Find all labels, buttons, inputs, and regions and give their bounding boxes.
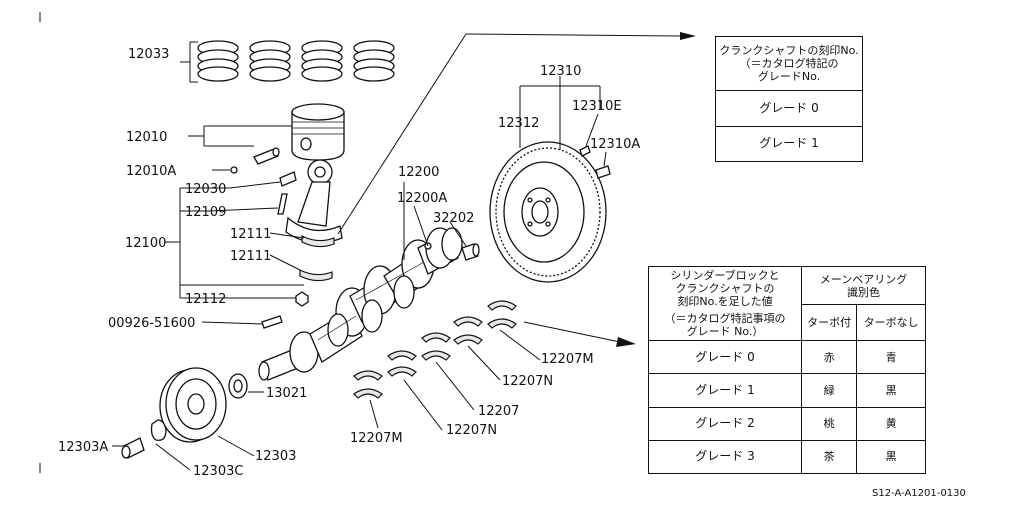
table2-header-line: 刻印No.を足した値 [677, 295, 773, 308]
label-bushing: 12030 [185, 182, 226, 197]
label-rings: 12033 [128, 47, 169, 62]
label-pin-clip: 12010A [126, 164, 176, 179]
table2-turbo-color: 茶 [800, 439, 858, 475]
crank-sprocket [228, 373, 248, 399]
leader-line [337, 33, 467, 235]
label-rod-brg-upper: 12111 [230, 227, 271, 242]
connecting-rod [285, 159, 343, 244]
flywheel-bolt [595, 165, 611, 179]
label-pulley: 12303 [255, 449, 296, 464]
table2-turbo-color: 緑 [800, 373, 858, 408]
label-brg-m1: 12207M [541, 352, 594, 367]
drawing-code: S12-A-A1201-0130 [872, 488, 966, 499]
label-rod-brg-lower: 12111 [230, 249, 271, 264]
table2-turbo-color: 桃 [800, 406, 858, 441]
flywheel [489, 141, 607, 283]
piston-rings [197, 40, 395, 82]
label-crank-plug: 12200A [397, 191, 447, 206]
table2-grade: グレード 0 [648, 339, 802, 375]
table1-header-line: グレードNo. [757, 70, 821, 83]
rod-bushing [279, 171, 297, 187]
table2-header-line: メーンベアリング [819, 272, 908, 286]
label-ring-gear: 12312 [498, 116, 539, 131]
crank-pulley [159, 367, 227, 443]
label-pulley-bolt: 12303A [58, 440, 108, 455]
rod-bolt [277, 193, 288, 215]
rod-bearing-lower [299, 269, 333, 282]
table2-header-line: 識別色 [847, 285, 880, 299]
label-rod-bolt: 12109 [185, 205, 226, 220]
table2-header-right: メーンベアリング 識別色 [801, 266, 926, 305]
label-rod-assy: 12100 [125, 236, 166, 251]
label-rod-nut: 12112 [185, 292, 226, 307]
label-pulley-washer: 12303C [193, 464, 243, 479]
table1-header-line: （＝カタログ特記の [739, 57, 839, 70]
table2-header-line: グレード No.） [686, 325, 764, 338]
crank-pin [261, 315, 283, 329]
pin-clip [230, 166, 238, 174]
table1-row: グレード 1 [715, 125, 863, 162]
table2-grade: グレード 1 [648, 373, 802, 408]
table2-header-line: シリンダーブロックと [670, 269, 780, 282]
arrow-head-icon [616, 337, 636, 347]
label-dowel: 12310E [572, 99, 622, 114]
piston-pin [253, 147, 280, 165]
label-pin: 00926-51600 [108, 316, 195, 331]
label-flywheel: 12310 [540, 64, 581, 79]
label-brg-m2: 12207M [350, 431, 403, 446]
table2-header-left: シリンダーブロックと クランクシャフトの 刻印No.を足した値 （＝カタログ特記… [648, 266, 802, 341]
rod-bearing-upper [301, 235, 335, 248]
table2-grade: グレード 3 [648, 439, 802, 475]
table2-turbo-color: 赤 [800, 339, 858, 375]
label-brg-std: 12207 [478, 404, 519, 419]
table2-noturbo-color: 黄 [856, 406, 926, 441]
table2-header-line: （＝カタログ特記事項の [664, 312, 786, 325]
table1-header: クランクシャフトの刻印No. （＝カタログ特記の グレードNo. [715, 36, 863, 91]
table2-noturbo-color: 黒 [856, 439, 926, 475]
table2-grade: グレード 2 [648, 406, 802, 441]
label-fw-bolt: 12310A [590, 137, 640, 152]
table2-noturbo-color: 青 [856, 339, 926, 375]
label-brg-n2: 12207N [446, 423, 497, 438]
table1-row: グレード 0 [715, 90, 863, 127]
pulley-washer [150, 419, 167, 441]
rod-nut [295, 291, 309, 307]
dowel [579, 145, 591, 157]
table2-col-noturbo: ターボなし [856, 304, 926, 341]
label-brg-n1: 12207N [502, 374, 553, 389]
crankshaft [258, 227, 463, 381]
main-bearings [353, 300, 517, 399]
label-pilot: 32202 [433, 211, 474, 226]
arrow-to-table1 [465, 33, 681, 37]
label-crank: 12200 [398, 165, 439, 180]
piston [291, 103, 345, 161]
table2-col-turbo: ターボ付 [800, 304, 858, 341]
label-piston: 12010 [126, 130, 167, 145]
arrow-to-table2 [523, 321, 621, 343]
arrow-head-icon [680, 32, 696, 40]
grade-table-main-bearing: シリンダーブロックと クランクシャフトの 刻印No.を足した値 （＝カタログ特記… [648, 266, 926, 475]
table2-noturbo-color: 黒 [856, 373, 926, 408]
table2-header-line: クランクシャフトの [675, 282, 775, 295]
label-key: 13021 [266, 386, 307, 401]
table1-header-line: クランクシャフトの刻印No. [719, 44, 859, 57]
grade-table-crankshaft: クランクシャフトの刻印No. （＝カタログ特記の グレードNo. グレード 0 … [715, 36, 863, 162]
